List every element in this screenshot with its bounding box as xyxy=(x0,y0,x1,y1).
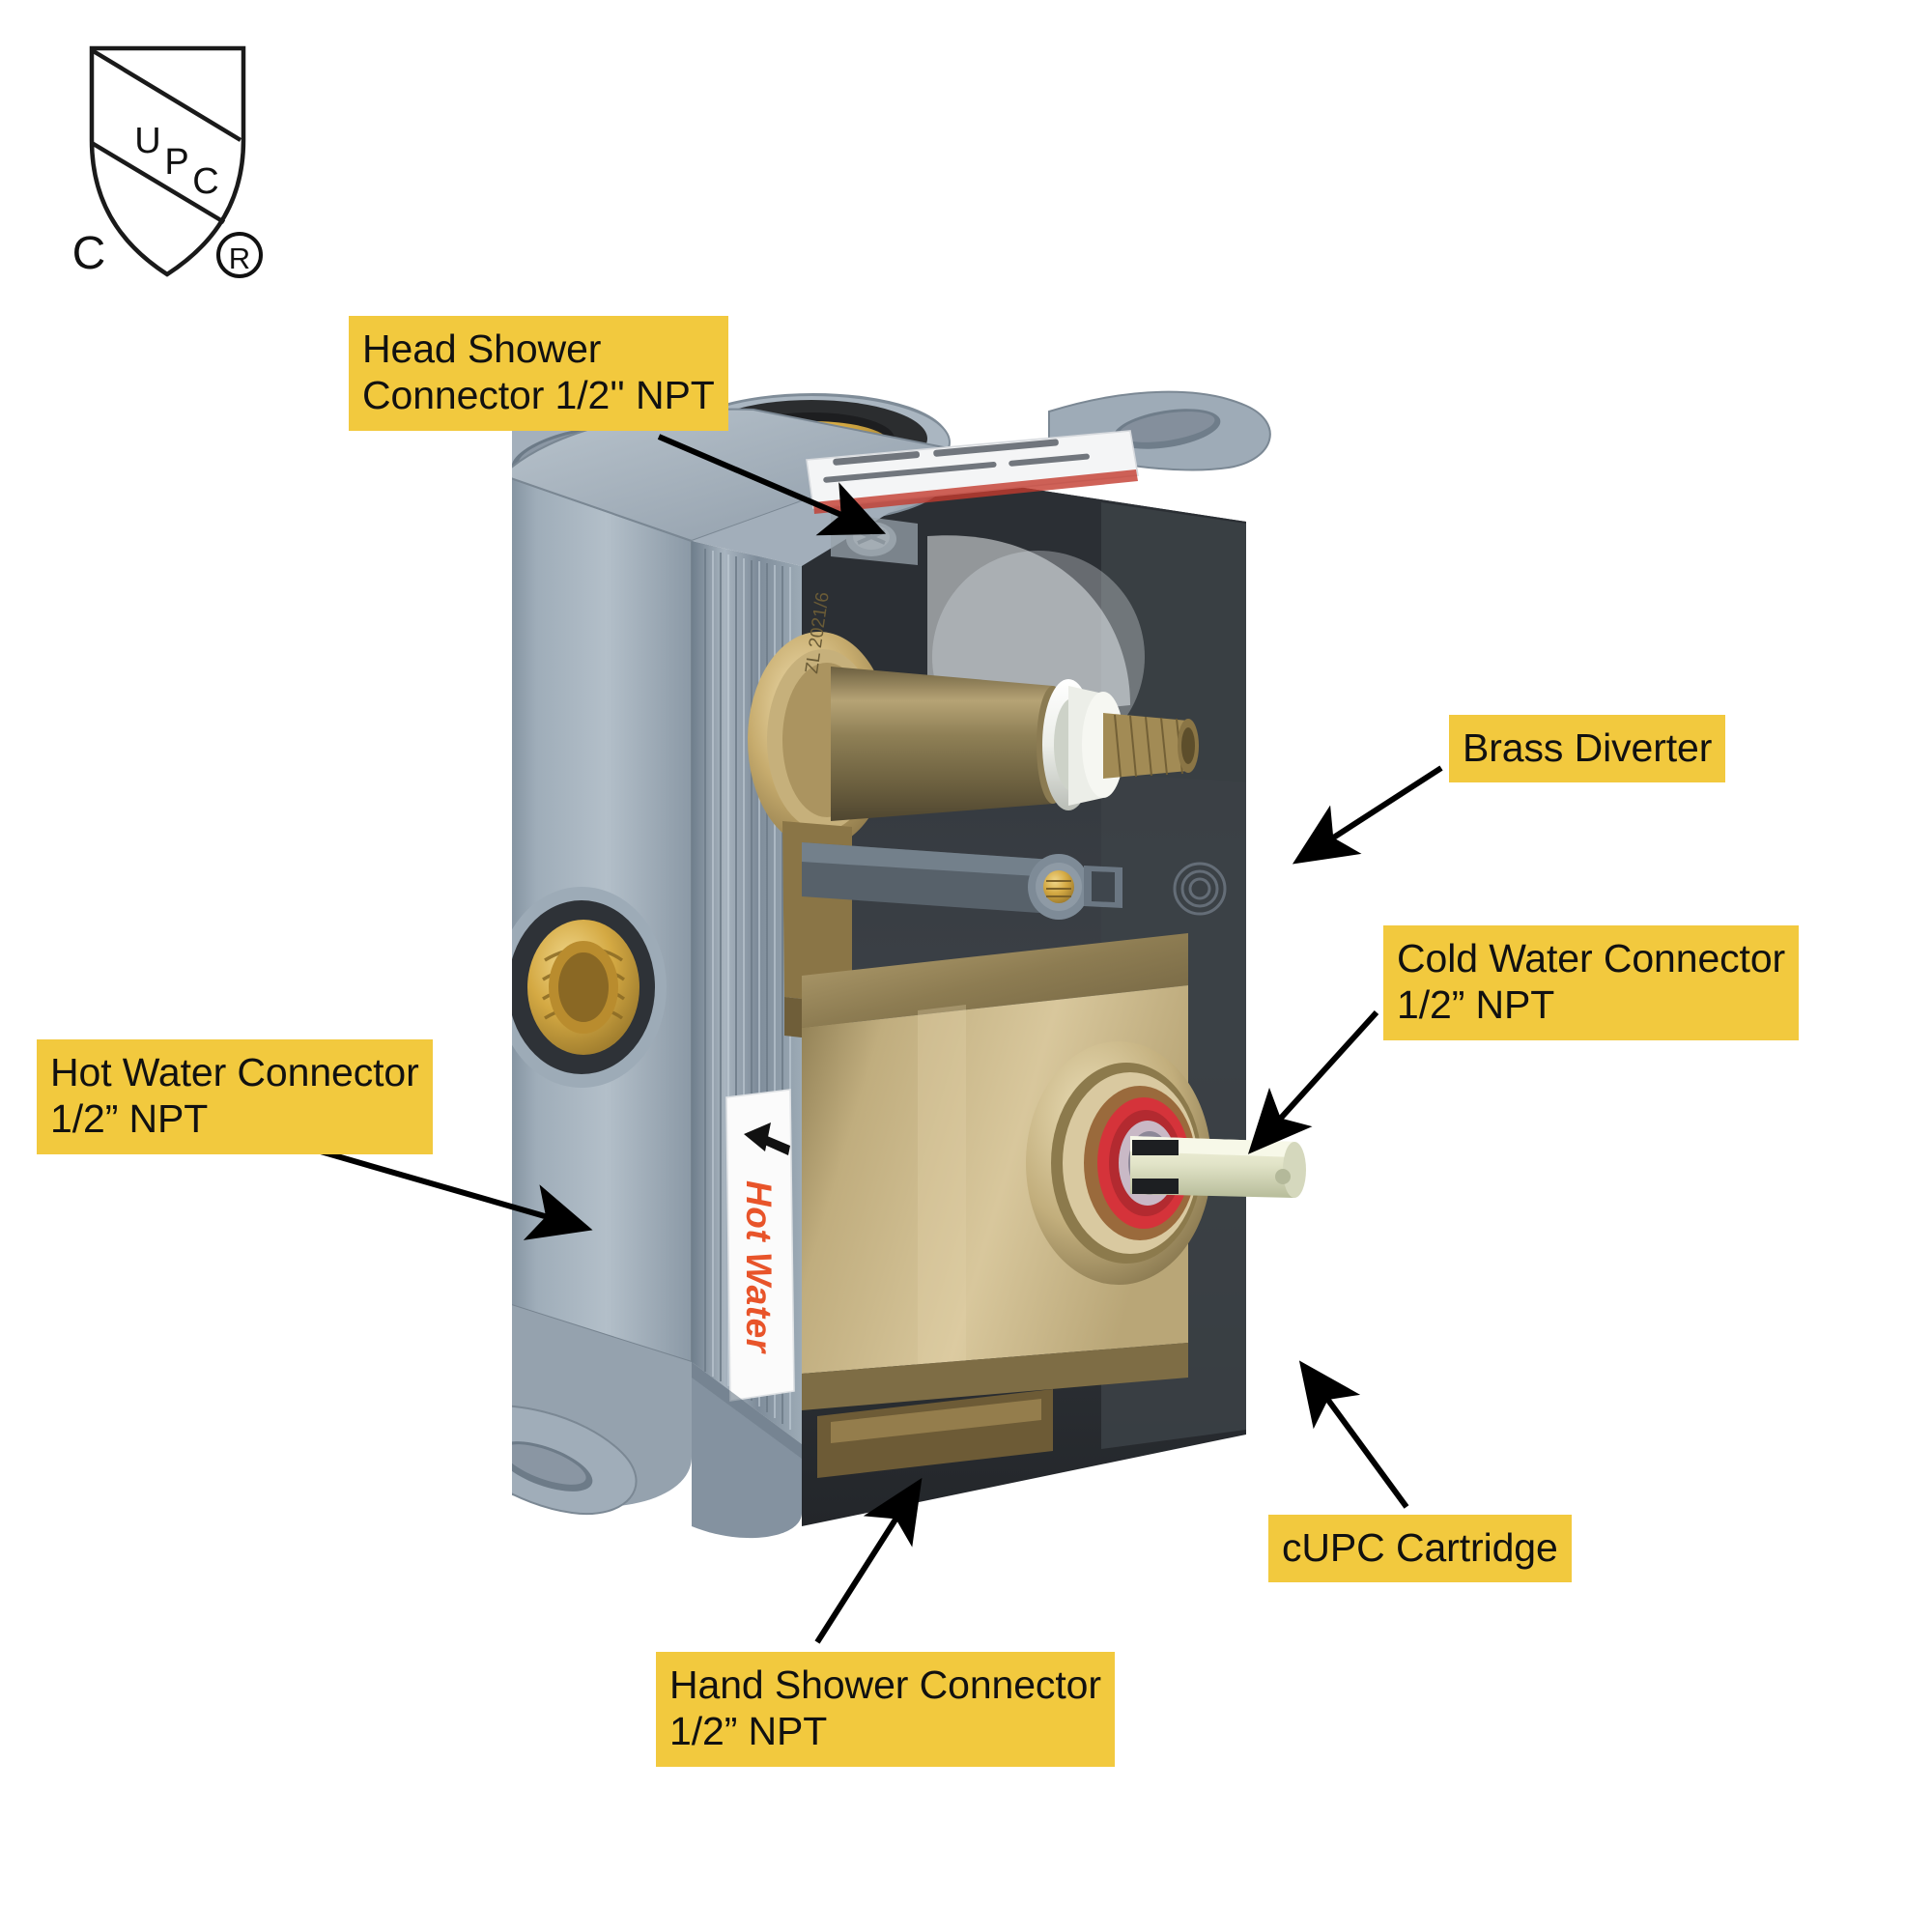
callout-hot-water: Hot Water Connector 1/2” NPT xyxy=(37,1039,433,1154)
shower-valve-illustration: ZL 2021/6 xyxy=(512,367,1507,1681)
shield-letter-c: C xyxy=(192,161,218,202)
hot-water-sticker-text: Hot Water xyxy=(739,1180,779,1353)
diverter-cylinder xyxy=(831,667,1053,821)
logo-prefix-c: C xyxy=(72,228,106,279)
callout-cupc-cartridge: cUPC Cartridge xyxy=(1268,1515,1572,1583)
cold-water-thread xyxy=(1043,870,1074,903)
cupc-cartridge-housing xyxy=(802,933,1306,1410)
brass-diverter: ZL 2021/6 xyxy=(748,591,1199,1043)
callout-brass-diverter: Brass Diverter xyxy=(1449,715,1726,783)
shield-letter-u: U xyxy=(134,121,160,161)
cold-water-connector xyxy=(802,842,1122,920)
callout-hand-shower: Hand Shower Connector 1/2” NPT xyxy=(656,1652,1115,1767)
registered-trademark-icon: R xyxy=(216,232,263,278)
hot-water-connector xyxy=(512,887,667,1088)
shield-band-bottom xyxy=(90,141,226,224)
hot-water-sticker xyxy=(725,1089,795,1402)
rear-wall-ring-detail xyxy=(1173,862,1227,916)
svg-text:R: R xyxy=(229,242,250,275)
shield-outline xyxy=(89,45,246,277)
sticker-arrow-icon xyxy=(744,1122,790,1155)
callout-head-shower: Head Shower Connector 1/2'' NPT xyxy=(349,316,728,431)
hand-shower-connector xyxy=(817,1389,1053,1478)
mounting-tab-bottom-left xyxy=(512,1405,638,1516)
shield-band-top xyxy=(90,48,242,142)
cupc-certification-logo: U P C C R xyxy=(39,39,309,299)
callout-cold-water: Cold Water Connector 1/2” NPT xyxy=(1383,925,1800,1040)
shield-letter-p: P xyxy=(164,142,188,183)
diverter-stem xyxy=(1103,713,1188,779)
